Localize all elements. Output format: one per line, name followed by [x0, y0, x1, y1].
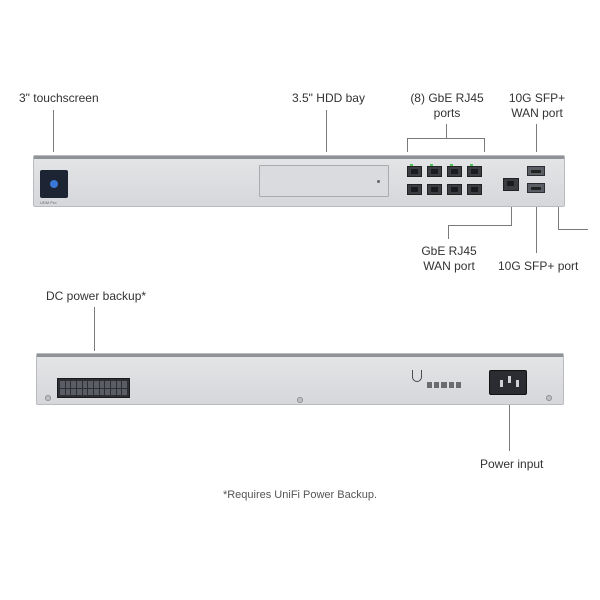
touchscreen-leader-line	[53, 110, 54, 152]
rj45-port	[447, 184, 462, 195]
power-input-label: Power input	[480, 457, 544, 471]
wan-port-label-line1: GbE RJ45	[421, 244, 477, 258]
port-led-icon	[410, 164, 413, 166]
port-led-icon	[470, 164, 473, 166]
front-panel	[33, 155, 565, 207]
touchscreen-label: 3" touchscreen	[19, 91, 99, 105]
screw-icon	[297, 397, 303, 403]
unifi-logo-icon	[50, 180, 58, 188]
power-pin-icon	[500, 380, 503, 387]
hdd-bay[interactable]	[259, 165, 389, 197]
power-pin-icon	[516, 380, 519, 387]
sfp-bottom-leader-line	[536, 207, 537, 253]
wan-rj45-port	[503, 178, 519, 191]
rj45-port	[447, 164, 462, 177]
power-input-leader-line	[509, 405, 510, 451]
sfp-wan-label-line1: 10G SFP+	[508, 91, 566, 105]
unifi-logo-icon	[412, 370, 422, 382]
screen-caption: UDM Pro	[40, 200, 57, 205]
power-pin-icon	[508, 376, 511, 383]
rj45-port	[467, 184, 482, 195]
sfp-wan-port	[527, 166, 545, 176]
screw-icon	[546, 395, 552, 401]
rj45-port	[407, 184, 422, 195]
screw-icon	[45, 395, 51, 401]
dc-backup-connector	[57, 378, 130, 398]
side-leader-horizontal	[558, 229, 588, 230]
hdd-leader-line	[326, 110, 327, 152]
rj45-ports-label: (8) GbE RJ45 ports	[405, 91, 489, 121]
hdd-bay-label: 3.5" HDD bay	[292, 91, 365, 105]
wan-leader-horizontal	[448, 225, 512, 226]
port-led-icon	[430, 164, 433, 166]
rj45-port	[407, 164, 422, 177]
wan-port-label: GbE RJ45 WAN port	[418, 244, 480, 274]
hdd-bay-latch-icon	[377, 180, 380, 183]
sfp-wan-leader-line	[536, 124, 537, 152]
power-input-socket	[489, 370, 527, 395]
sfp-wan-label: 10G SFP+ WAN port	[505, 91, 569, 121]
wan-leader-drop	[448, 225, 449, 239]
rj45-bracket-right	[484, 138, 485, 152]
sfp-port-label: 10G SFP+ port	[498, 259, 579, 273]
rj45-ports-label-line2: ports	[433, 106, 461, 120]
front-panel-rim	[34, 156, 564, 159]
rj45-ports-label-line1: (8) GbE RJ45	[410, 91, 484, 105]
rj45-bracket-top	[407, 138, 485, 139]
touchscreen[interactable]	[40, 170, 68, 198]
rj45-bracket-center	[446, 124, 447, 138]
back-panel-rim	[37, 354, 563, 357]
rj45-port	[467, 164, 482, 177]
dc-backup-leader-line	[94, 307, 95, 351]
rj45-port	[427, 184, 442, 195]
certification-marks-icon	[427, 382, 462, 388]
wan-leader-vertical	[511, 207, 512, 225]
rj45-port	[427, 164, 442, 177]
sfp-wan-label-line2: WAN port	[511, 106, 563, 120]
sfp-port	[527, 183, 545, 193]
rj45-bracket-left	[407, 138, 408, 152]
dc-power-backup-label: DC power backup*	[46, 289, 147, 303]
side-leader-vertical	[558, 207, 559, 229]
footnote: *Requires UniFi Power Backup.	[222, 489, 378, 501]
wan-port-label-line2: WAN port	[423, 259, 475, 273]
port-led-icon	[450, 164, 453, 166]
